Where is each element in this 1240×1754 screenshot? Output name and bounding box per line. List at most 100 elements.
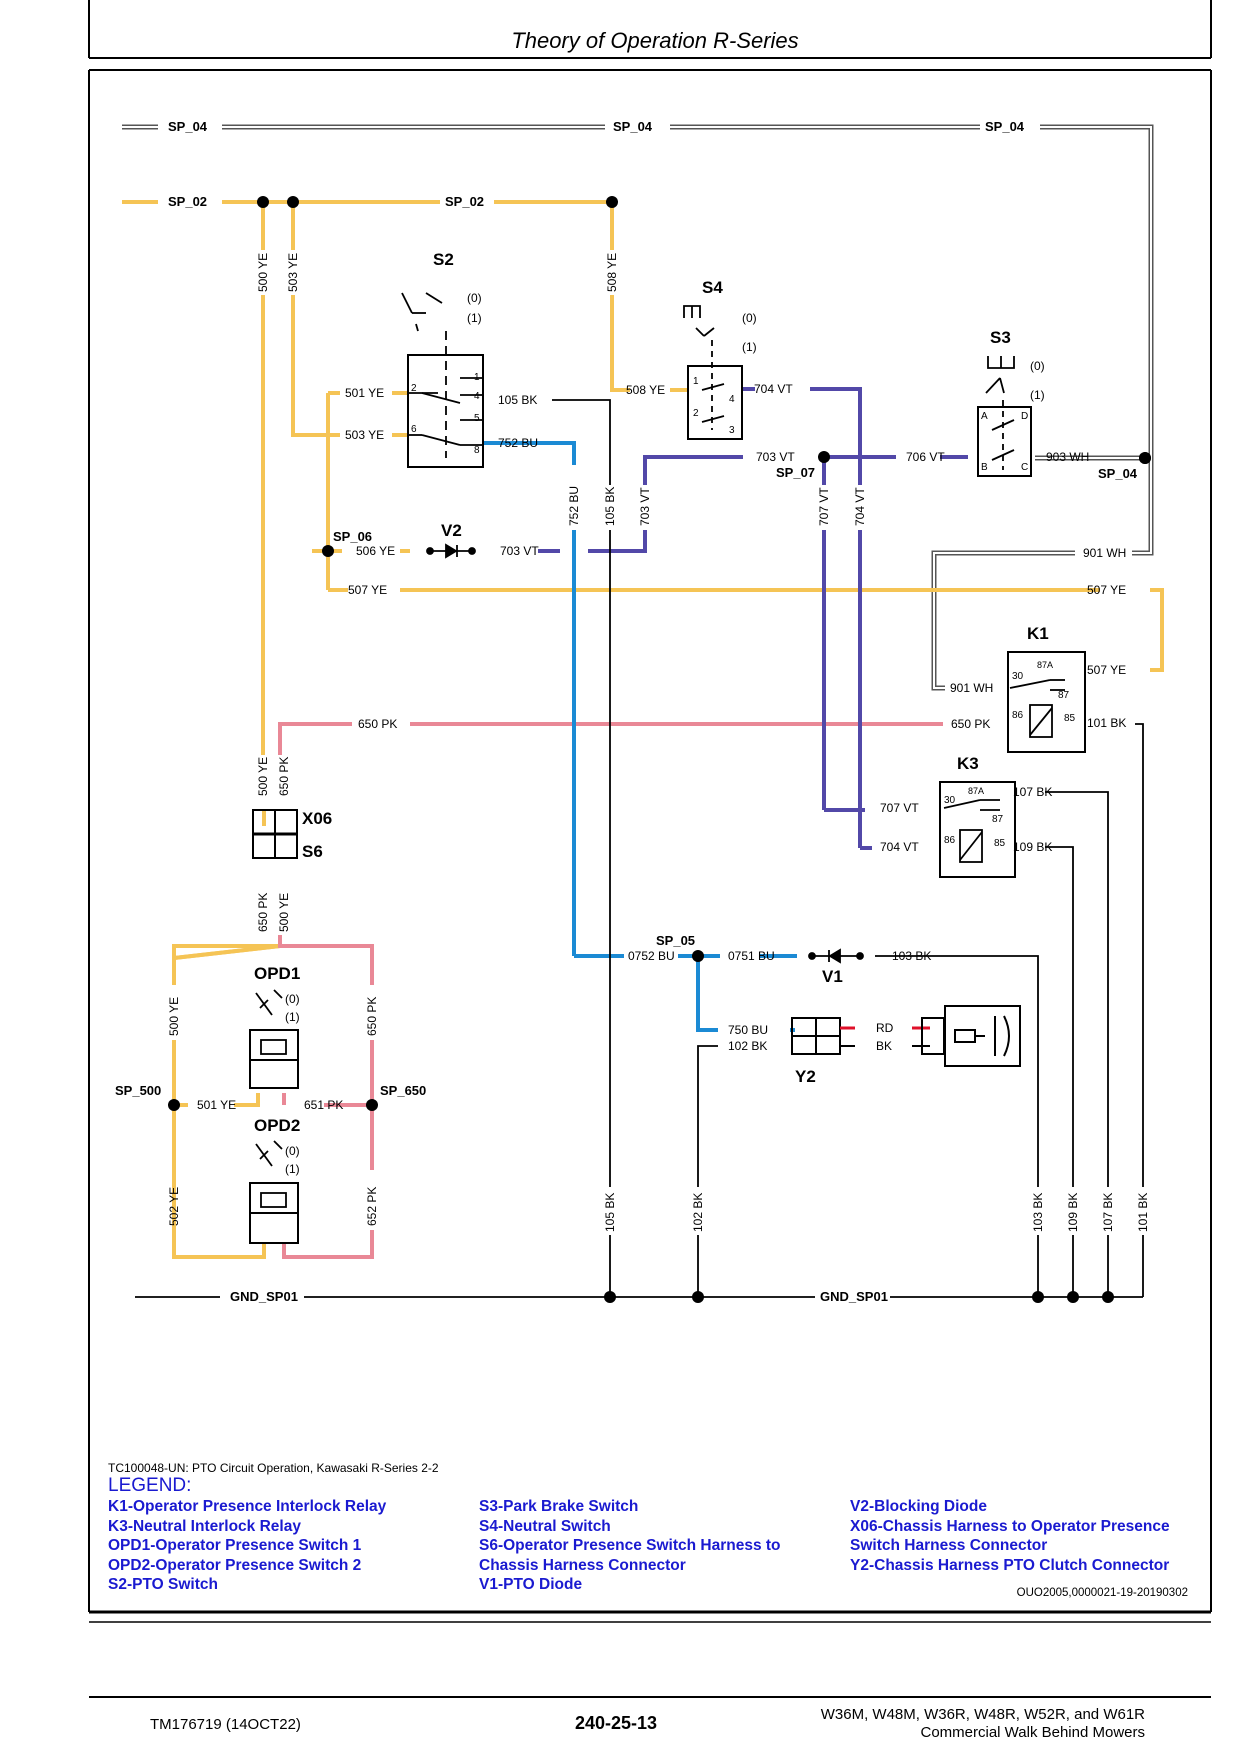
wire-label: 105 BK bbox=[603, 1193, 617, 1232]
wire-label: 706 VT bbox=[906, 450, 945, 464]
component-label-v2: V2 bbox=[441, 521, 462, 540]
splice-label: SP_06 bbox=[333, 529, 372, 544]
pin-label: 2 bbox=[411, 383, 417, 394]
wire-label: 507 YE bbox=[1087, 663, 1126, 677]
wire-label: 109 BK bbox=[1066, 1193, 1080, 1232]
component-label-s4: S4 bbox=[702, 278, 723, 297]
wire-label: 650 PK bbox=[358, 717, 397, 731]
footer-model-list: W36M, W48M, W36R, W48R, W52R, and W61R C… bbox=[821, 1706, 1145, 1742]
legend-column-1: K1-Operator Presence Interlock Relay K3-… bbox=[108, 1497, 386, 1595]
wire-pink bbox=[278, 722, 943, 1259]
splice-label: SP_04 bbox=[168, 119, 208, 134]
footer-product-line: Commercial Walk Behind Mowers bbox=[920, 1724, 1145, 1741]
splice-dots bbox=[168, 196, 1151, 1303]
pin-label: 85 bbox=[994, 838, 1006, 849]
component-label-x06: X06 bbox=[302, 809, 332, 828]
wire-label: 507 YE bbox=[1087, 583, 1126, 597]
pin-label: 3 bbox=[729, 425, 735, 436]
diode-v2 bbox=[426, 543, 476, 559]
pin-label: 86 bbox=[1012, 710, 1024, 721]
document-reference: OUO2005,0000021-19-20190302 bbox=[1016, 1587, 1188, 1599]
legend-item: K3-Neutral Interlock Relay bbox=[108, 1517, 301, 1535]
wire-label: 901 WH bbox=[1083, 546, 1126, 560]
wire-label: 101 BK bbox=[1136, 1193, 1150, 1232]
wire-black bbox=[135, 399, 1144, 1298]
wire-label: 105 BK bbox=[498, 393, 537, 407]
splice-label: SP_02 bbox=[168, 194, 207, 209]
page-header-title: Theory of Operation R-Series bbox=[511, 28, 799, 53]
pin-label: 30 bbox=[944, 795, 956, 806]
splice-label: GND_SP01 bbox=[820, 1289, 888, 1304]
wire-label: 508 YE bbox=[605, 253, 619, 292]
component-label-opd2: OPD2 bbox=[254, 1116, 300, 1135]
wire-label: 752 BU bbox=[567, 486, 581, 526]
wire-label: 650 PK bbox=[277, 757, 291, 796]
state-label: (0) bbox=[742, 311, 757, 325]
splice-label: SP_02 bbox=[445, 194, 484, 209]
state-label: (1) bbox=[285, 1162, 300, 1176]
connector-x06-s6 bbox=[252, 809, 298, 859]
wire-label: 503 YE bbox=[345, 428, 384, 442]
state-label: (0) bbox=[285, 992, 300, 1006]
wire-label: 704 VT bbox=[880, 840, 919, 854]
legend-column-3: V2-Blocking Diode X06-Chassis Harness to… bbox=[850, 1497, 1170, 1575]
component-label-k1: K1 bbox=[1027, 624, 1049, 643]
wire-label: 105 BK bbox=[603, 487, 617, 526]
pin-label: 1 bbox=[693, 376, 699, 387]
pin-label: 2 bbox=[693, 408, 699, 419]
state-label: (1) bbox=[1030, 388, 1045, 402]
wire-label: 704 VT bbox=[754, 382, 793, 396]
figure-caption: TC100048-UN: PTO Circuit Operation, Kawa… bbox=[108, 1461, 439, 1475]
diode-v1 bbox=[808, 948, 864, 964]
pin-label: 87A bbox=[1037, 660, 1053, 670]
pin-label: 86 bbox=[944, 835, 956, 846]
legend-item: OPD1-Operator Presence Switch 1 bbox=[108, 1537, 362, 1554]
wire-label: 506 YE bbox=[356, 544, 395, 558]
wire-blue bbox=[482, 441, 797, 1032]
wire-label: 508 YE bbox=[626, 383, 665, 397]
pin-label: 1 bbox=[474, 372, 480, 383]
footer-manual-id: TM176719 (14OCT22) bbox=[150, 1716, 301, 1733]
legend-column-2: S3-Park Brake Switch S4-Neutral Switch S… bbox=[479, 1497, 781, 1595]
wire-label: 503 YE bbox=[286, 253, 300, 292]
wire-label: 501 YE bbox=[197, 1098, 236, 1112]
wire-label: 500 YE bbox=[167, 997, 181, 1036]
splice-label: GND_SP01 bbox=[230, 1289, 298, 1304]
component-label-opd1: OPD1 bbox=[254, 964, 300, 983]
pin-label: 30 bbox=[1012, 671, 1024, 682]
splice-label: SP_04 bbox=[985, 119, 1025, 134]
wire-label: 650 PK bbox=[256, 893, 270, 932]
legend-item: V2-Blocking Diode bbox=[850, 1498, 987, 1515]
pin-label: 4 bbox=[474, 391, 480, 402]
legend-item: S2-PTO Switch bbox=[108, 1576, 218, 1593]
relay-k3 bbox=[939, 781, 1016, 878]
component-label-s6: S6 bbox=[302, 842, 323, 861]
pin-label: D bbox=[1021, 411, 1028, 422]
splice-label: SP_05 bbox=[656, 933, 695, 948]
wire-label: 0752 BU bbox=[628, 949, 675, 963]
wire-violet bbox=[538, 387, 968, 850]
wire-label: 500 YE bbox=[256, 253, 270, 292]
pin-label: 5 bbox=[474, 413, 480, 424]
legend-item: K1-Operator Presence Interlock Relay bbox=[108, 1498, 387, 1515]
legend-item: OPD2-Operator Presence Switch 2 bbox=[108, 1556, 362, 1574]
component-label-k3: K3 bbox=[957, 754, 979, 773]
pin-label: 4 bbox=[729, 394, 735, 405]
state-label: (1) bbox=[467, 311, 482, 325]
wire-label: 903 WH bbox=[1046, 450, 1089, 464]
wire-label: 103 BK bbox=[1031, 1193, 1045, 1232]
pto-clutch bbox=[912, 1005, 1021, 1067]
state-label: (0) bbox=[467, 291, 482, 305]
wire-label: 650 PK bbox=[951, 717, 990, 731]
pin-label: A bbox=[981, 411, 988, 422]
wire-label: 652 PK bbox=[365, 1187, 379, 1226]
component-label-v1: V1 bbox=[822, 967, 843, 986]
wire-label: 703 VT bbox=[756, 450, 795, 464]
pin-label: 87 bbox=[1058, 690, 1070, 701]
wire-label: 501 YE bbox=[345, 386, 384, 400]
footer-page-number: 240-25-13 bbox=[575, 1713, 658, 1733]
wire-label: RD bbox=[876, 1021, 894, 1035]
legend-item: X06-Chassis Harness to Operator Presence bbox=[850, 1517, 1170, 1535]
switch-opd1 bbox=[249, 989, 299, 1089]
